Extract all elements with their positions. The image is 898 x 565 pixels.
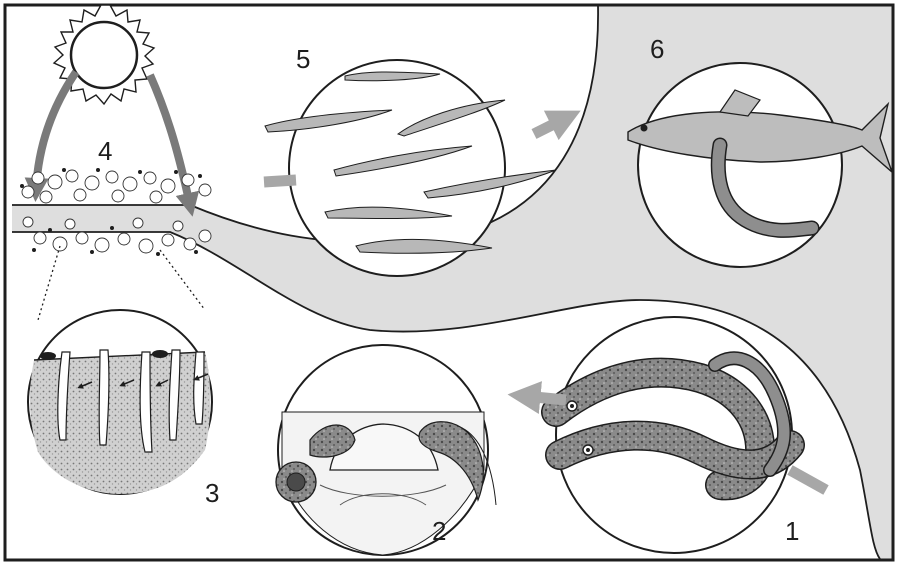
stage-number-1: 1: [785, 516, 799, 546]
adult-lamprey-circle: [556, 317, 792, 553]
stage-number-4: 4: [98, 136, 112, 166]
stage-number-2: 2: [432, 516, 446, 546]
stage-number-5: 5: [296, 44, 310, 74]
arrow-icon: [264, 180, 296, 182]
stage-number-3: 3: [205, 478, 219, 508]
stage-number-6: 6: [650, 34, 664, 64]
arrow-icon: [524, 396, 566, 400]
buried-larvae-circle: [28, 310, 212, 494]
